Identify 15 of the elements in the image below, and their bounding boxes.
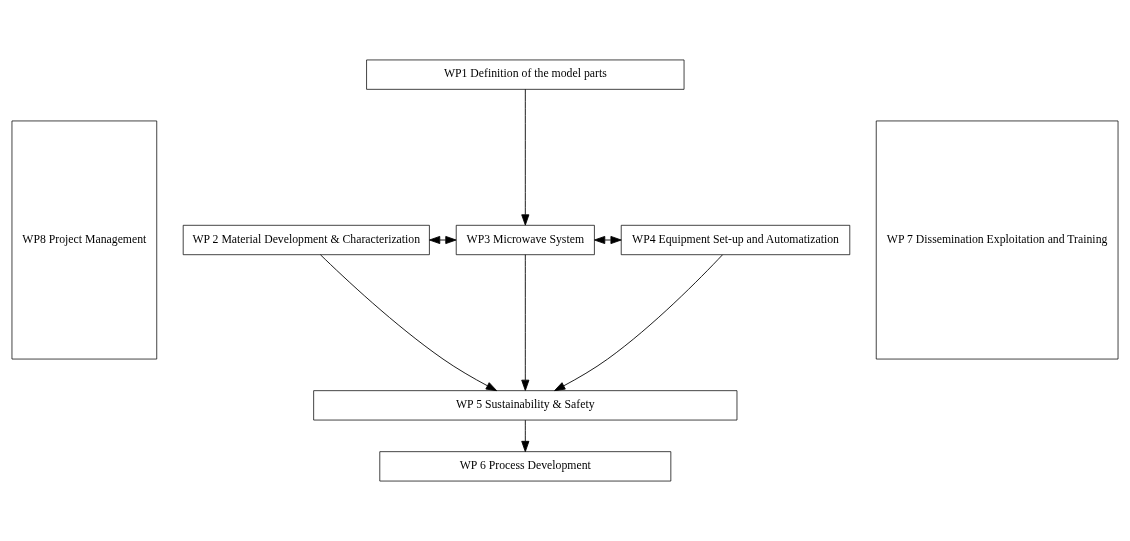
arrow [594,235,622,245]
node-box: WP1 Definition of the model parts [366,59,685,90]
node-box: WP4 Equipment Set-up and Automatization [620,224,851,256]
arrow [521,88,530,226]
arrow [554,254,723,392]
node-box: WP 6 Process Development [379,451,672,482]
node-box: WP 2 Material Development & Characterization [182,224,430,256]
node-box: WP8 Project Management [11,120,158,360]
arrow [521,419,530,453]
arrow [521,254,530,391]
node-box: WP 7 Dissemination Exploitation and Training [875,120,1119,360]
node-box: WP 5 Sustainability & Safety [313,390,738,421]
arrow [429,235,457,245]
node-box: WP3 Microwave System [455,224,595,256]
arrow [320,254,498,392]
